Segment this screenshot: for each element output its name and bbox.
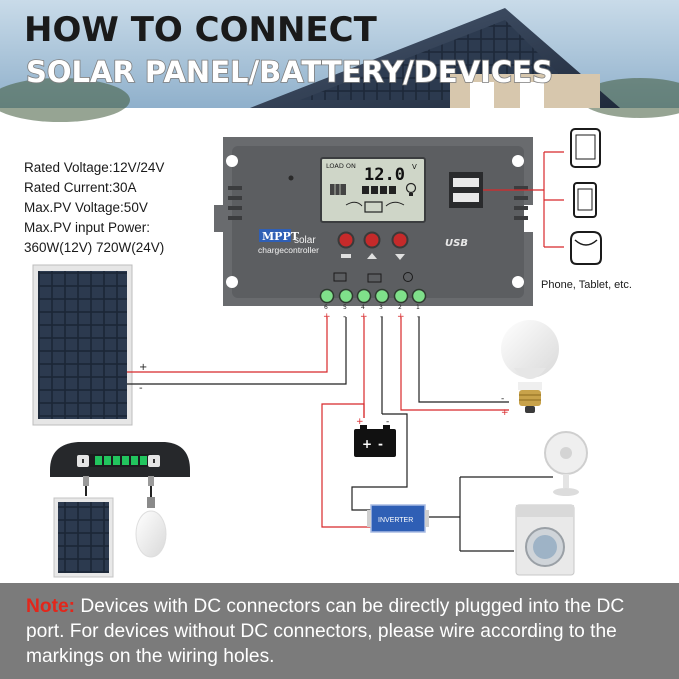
- lcd-unit: V: [412, 163, 417, 171]
- button-mark-up: [367, 253, 377, 259]
- spec-list: Rated Voltage:12V/24V Rated Current:30A …: [24, 160, 164, 255]
- terminal-screw[interactable]: [411, 288, 427, 304]
- terminal-block: [319, 288, 427, 304]
- button-mark-down: [395, 254, 405, 260]
- battery-minus-sign: -: [386, 417, 389, 427]
- header-title: HOW TO CONNECT: [24, 10, 378, 50]
- menu-button[interactable]: [337, 231, 355, 249]
- note-text: Devices with DC connectors can be direct…: [26, 596, 625, 667]
- terminal-wire-signs: + - + - + -: [323, 312, 420, 322]
- usb-ports: [449, 172, 483, 208]
- pv-minus-sign: -: [139, 383, 143, 394]
- usb-device-wiring: [483, 151, 564, 248]
- note-text-block: Note: Devices with DC connectors can be …: [26, 594, 667, 669]
- terminal-number: 6: [324, 304, 328, 311]
- lcd-panel-icon: [330, 184, 346, 195]
- light-bulb-icon: [501, 320, 559, 413]
- load-minus-sign: -: [501, 394, 504, 404]
- battery-plus-mark: +: [362, 437, 372, 451]
- usb-label: USB: [445, 238, 468, 249]
- mount-hole: [512, 276, 524, 288]
- terminal-number: 1: [416, 304, 420, 311]
- phone-icon: [573, 182, 597, 218]
- battery-icon: + -: [354, 425, 396, 457]
- devices-caption: Phone, Tablet, etc.: [541, 279, 632, 291]
- terminal-number: 4: [361, 304, 365, 311]
- mppt-badge: [259, 229, 291, 242]
- small-bulb-icon: [135, 497, 167, 558]
- inverter-icon: INVERTER: [367, 504, 429, 533]
- terminal-screw[interactable]: [338, 288, 354, 304]
- lcd-battery-icon: [345, 201, 405, 213]
- terminal-screw[interactable]: [393, 288, 409, 304]
- status-led: [288, 175, 294, 181]
- terminal-symbols: [333, 272, 413, 283]
- small-controller-cables: [85, 478, 152, 498]
- lcd-load-label: LOAD ON: [326, 162, 356, 170]
- vent-slots: [228, 186, 528, 220]
- mount-hole: [226, 276, 238, 288]
- small-solar-panel: [53, 497, 114, 578]
- pv-plus-sign: +: [139, 362, 147, 373]
- tablet-icon: [570, 128, 601, 168]
- spec-rated-current: Rated Current:30A: [24, 180, 137, 195]
- battery-minus-mark: -: [378, 437, 383, 451]
- dc-plug: [83, 476, 89, 486]
- inverter-label: INVERTER: [378, 517, 413, 524]
- load-plus-sign: +: [501, 408, 509, 418]
- down-button[interactable]: [391, 231, 409, 249]
- usb-port[interactable]: [453, 193, 479, 202]
- spec-rated-voltage: Rated Voltage:12V/24V: [24, 160, 164, 175]
- note-banner: Note: Devices with DC connectors can be …: [0, 583, 679, 679]
- lcd-voltage-reading: 12.0: [364, 165, 405, 185]
- terminal-screw[interactable]: [374, 288, 390, 304]
- terminal-number: 5: [343, 304, 347, 311]
- up-button[interactable]: [363, 231, 381, 249]
- battery-wiring: [321, 317, 509, 528]
- ac-wiring: [429, 476, 553, 552]
- battery-plus-sign: +: [356, 417, 364, 427]
- solar-panel: [32, 264, 133, 426]
- washing-machine-icon: [515, 504, 575, 576]
- spec-power-values: 360W(12V) 720W(24V): [24, 240, 164, 255]
- note-label: Note:: [26, 596, 76, 617]
- mount-hole: [512, 155, 524, 167]
- lcd-bulb-icon: [405, 182, 417, 196]
- terminal-number: 3: [379, 304, 383, 311]
- pv-wiring: [127, 317, 347, 385]
- spec-max-pv-power: Max.PV input Power:: [24, 220, 150, 235]
- mount-hole: [226, 155, 238, 167]
- brand-charge-controller: chargecontroller: [258, 245, 319, 255]
- spec-max-pv-voltage: Max.PV Voltage:50V: [24, 200, 148, 215]
- terminal-number: 2: [398, 304, 402, 311]
- lcd-battery-bars-icon: [362, 186, 396, 194]
- terminal-screw[interactable]: [356, 288, 372, 304]
- button-mark: [341, 254, 351, 258]
- terminal-numbers: 6 5 4 3 2 1: [324, 304, 420, 311]
- brand-solar: solar: [294, 235, 316, 246]
- plus-sign: +: [323, 312, 331, 322]
- header-subtitle: SOLAR PANEL/BATTERY/DEVICES: [26, 55, 553, 89]
- minus-sign: -: [343, 312, 346, 322]
- fan-icon: [544, 431, 588, 496]
- charge-controller: LOAD ON 12.0 V USB MPPT: [214, 137, 533, 311]
- usb-port[interactable]: [453, 178, 479, 187]
- terminal-screw[interactable]: [319, 288, 335, 304]
- brand-mppt: MPPT: [262, 230, 300, 243]
- small-controller: [50, 442, 190, 477]
- speaker-device-icon: [570, 231, 602, 265]
- dc-plug: [148, 476, 154, 486]
- wiring-diagram: HOW TO CONNECT SOLAR PANEL/BATTERY/DEVIC…: [0, 0, 679, 578]
- header-banner: HOW TO CONNECT SOLAR PANEL/BATTERY/DEVIC…: [0, 0, 679, 122]
